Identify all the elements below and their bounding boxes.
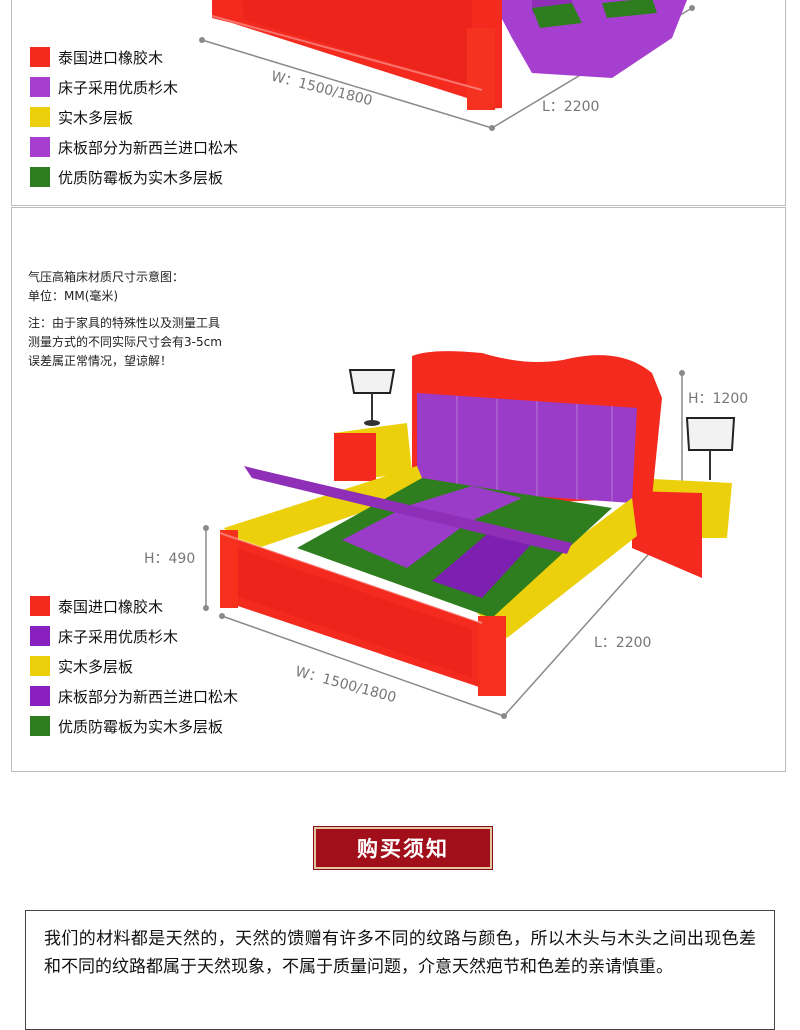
legend-label: 优质防霉板为实木多层板 (58, 717, 224, 736)
legend-swatch (30, 167, 50, 187)
legend-swatch (30, 596, 50, 616)
material-diagram-panel-1: 泰国进口橡胶木 床子采用优质杉木 实木多层板 床板部分为新西兰进口松木 优质防霉… (11, 0, 786, 206)
notes-line: 误差属正常情况，望谅解！ (28, 354, 173, 368)
notes-unit: 单位：MM(毫米) (28, 289, 119, 303)
legend-label: 泰国进口橡胶木 (58, 597, 164, 616)
legend-item: 实木多层板 (30, 102, 238, 132)
legend-swatch (30, 77, 50, 97)
legend-label: 床子采用优质杉木 (58, 627, 179, 646)
length-dimension-label: L：2200 (594, 635, 652, 651)
legend-2: 泰国进口橡胶木 床子采用优质杉木 实木多层板 床板部分为新西兰进口松木 优质防霉… (30, 591, 238, 741)
legend-item: 泰国进口橡胶木 (30, 42, 238, 72)
legend-item: 实木多层板 (30, 651, 238, 681)
bed-illustration-2 (203, 351, 736, 719)
legend-swatch (30, 716, 50, 736)
legend-label: 实木多层板 (58, 108, 134, 127)
bed-illustration-1 (199, 0, 695, 131)
headboard-height-label: H：1200 (688, 391, 749, 407)
notes-line: 测量方式的不同实际尺寸会有3-5cm (28, 335, 222, 349)
purchase-notice-text: 我们的材料都是天然的，天然的馈赠有许多不同的纹路与颜色，所以木头与木头之间出现色… (44, 929, 756, 977)
legend-label: 床板部分为新西兰进口松木 (58, 687, 239, 706)
legend-item: 床板部分为新西兰进口松木 (30, 132, 238, 162)
legend-swatch (30, 47, 50, 67)
legend-swatch (30, 656, 50, 676)
legend-swatch (30, 107, 50, 127)
legend-label: 床子采用优质杉木 (58, 78, 179, 97)
legend-item: 优质防霉板为实木多层板 (30, 162, 238, 192)
legend-swatch (30, 686, 50, 706)
legend-1: 泰国进口橡胶木 床子采用优质杉木 实木多层板 床板部分为新西兰进口松木 优质防霉… (30, 42, 238, 192)
material-diagram-panel-2: 气压高箱床材质尺寸示意图： 单位：MM(毫米) 注：由于家具的特殊性以及测量工具… (11, 207, 786, 772)
notes-line: 注：由于家具的特殊性以及测量工具 (28, 316, 221, 330)
legend-label: 泰国进口橡胶木 (58, 48, 164, 67)
legend-item: 床板部分为新西兰进口松木 (30, 681, 238, 711)
length-dimension-label: L：2200 (542, 99, 600, 115)
notes-title: 气压高箱床材质尺寸示意图： (28, 270, 185, 284)
legend-label: 实木多层板 (58, 657, 134, 676)
diagram-notes: 气压高箱床材质尺寸示意图： 单位：MM(毫米) 注：由于家具的特殊性以及测量工具… (28, 268, 222, 371)
legend-label: 优质防霉板为实木多层板 (58, 168, 224, 187)
legend-item: 泰国进口橡胶木 (30, 591, 238, 621)
legend-item: 床子采用优质杉木 (30, 621, 238, 651)
legend-item: 床子采用优质杉木 (30, 72, 238, 102)
legend-swatch (30, 626, 50, 646)
legend-label: 床板部分为新西兰进口松木 (58, 138, 239, 157)
purchase-notice-title: 购买须知 (313, 826, 493, 870)
legend-item: 优质防霉板为实木多层板 (30, 711, 238, 741)
purchase-notice-box: 我们的材料都是天然的，天然的馈赠有许多不同的纹路与颜色，所以木头与木头之间出现色… (25, 910, 775, 1030)
side-height-label: H：490 (144, 551, 196, 567)
legend-swatch (30, 137, 50, 157)
